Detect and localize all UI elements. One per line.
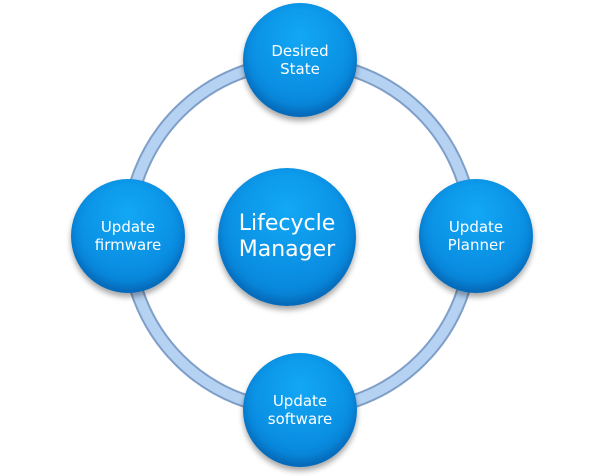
node-label: Desired bbox=[271, 42, 329, 60]
center-label: Manager bbox=[238, 237, 336, 262]
node-label: Update bbox=[448, 218, 504, 236]
node-label: Planner bbox=[447, 236, 505, 254]
node-label: software bbox=[267, 410, 333, 428]
node-label: State bbox=[280, 60, 320, 78]
node-label: Update bbox=[272, 392, 328, 410]
node-label: Update bbox=[100, 218, 156, 236]
node-label: firmware bbox=[94, 236, 162, 254]
center-label: Lifecycle bbox=[238, 211, 336, 236]
